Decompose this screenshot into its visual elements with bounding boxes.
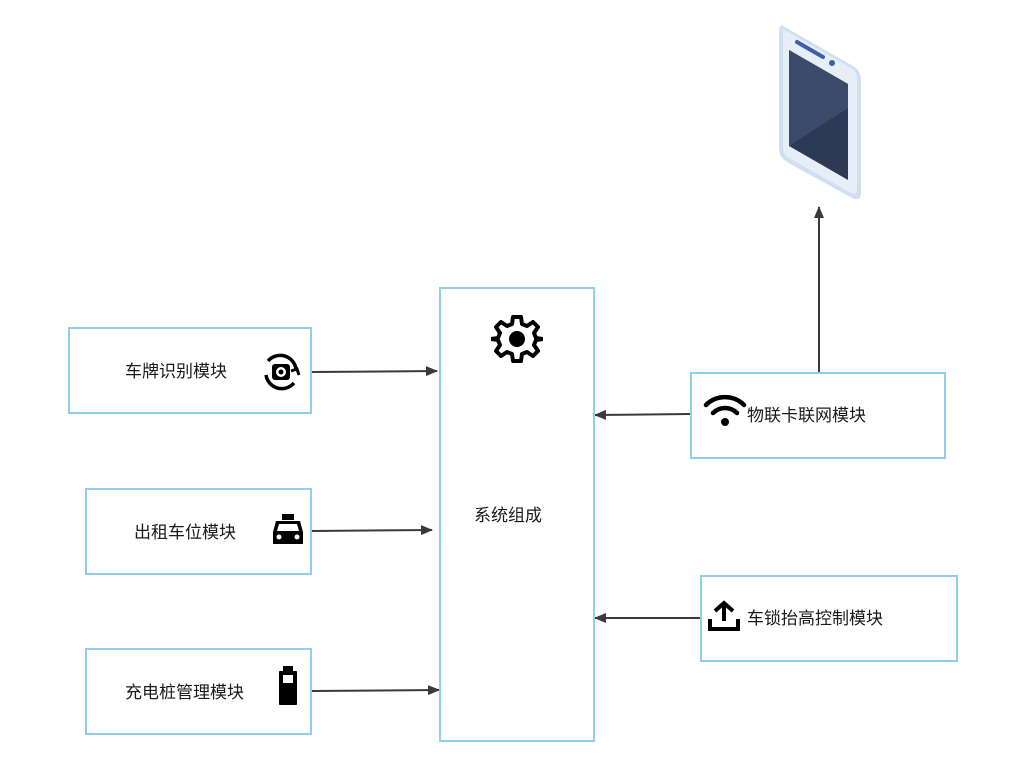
module-taxi-parking-label: 出租车位模块 xyxy=(134,523,236,543)
module-plate-recognition xyxy=(68,327,312,414)
phone-icon xyxy=(779,25,861,200)
arrow-iot-to-system xyxy=(594,409,691,420)
module-lock-control-label: 车锁抬高控制模块 xyxy=(747,609,883,629)
arrow-charging-to-system xyxy=(311,685,440,696)
module-charging-pile xyxy=(85,648,312,735)
arrow-taxi-to-system xyxy=(311,525,433,536)
battery-icon xyxy=(279,666,297,705)
wifi-icon xyxy=(703,394,747,426)
system-label: 系统组成 xyxy=(474,506,542,526)
module-plate-recognition-label: 车牌识别模块 xyxy=(125,362,227,382)
upload-icon xyxy=(708,600,740,631)
arrow-plate-to-system xyxy=(311,366,438,377)
module-iot-network xyxy=(690,372,946,459)
gear-icon xyxy=(491,315,543,363)
taxi-icon xyxy=(273,514,303,544)
camera-rotate-icon xyxy=(264,353,301,391)
module-iot-network-label: 物联卡联网模块 xyxy=(747,406,866,426)
module-charging-pile-label: 充电桩管理模块 xyxy=(125,683,244,703)
module-lock-control xyxy=(700,575,958,662)
